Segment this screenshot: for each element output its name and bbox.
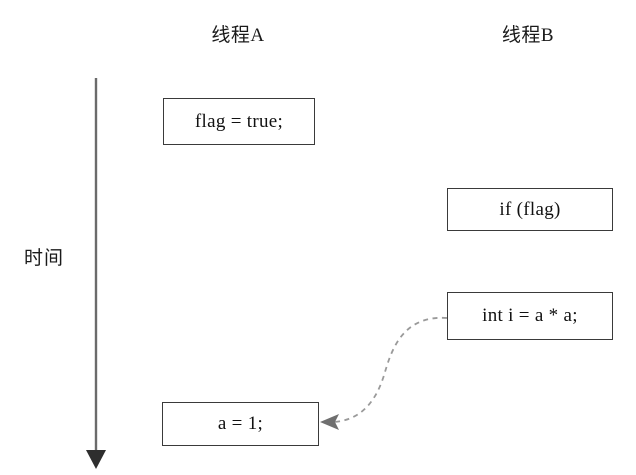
time-arrowhead-icon (86, 450, 106, 469)
statement-box-int-i: int i = a * a; (447, 292, 613, 340)
statement-box-a-assign-1: a = 1; (162, 402, 319, 446)
dashed-connector-arrowhead-icon (320, 414, 339, 430)
time-axis-label: 时间 (24, 248, 65, 269)
dashed-connector-path (333, 317, 448, 423)
statement-box-if-flag: if (flag) (447, 188, 613, 231)
statement-box-flag-true: flag = true; (163, 98, 315, 145)
lane-title-thread-a: 线程A (211, 25, 265, 46)
lane-title-thread-b: 线程B (501, 25, 555, 46)
